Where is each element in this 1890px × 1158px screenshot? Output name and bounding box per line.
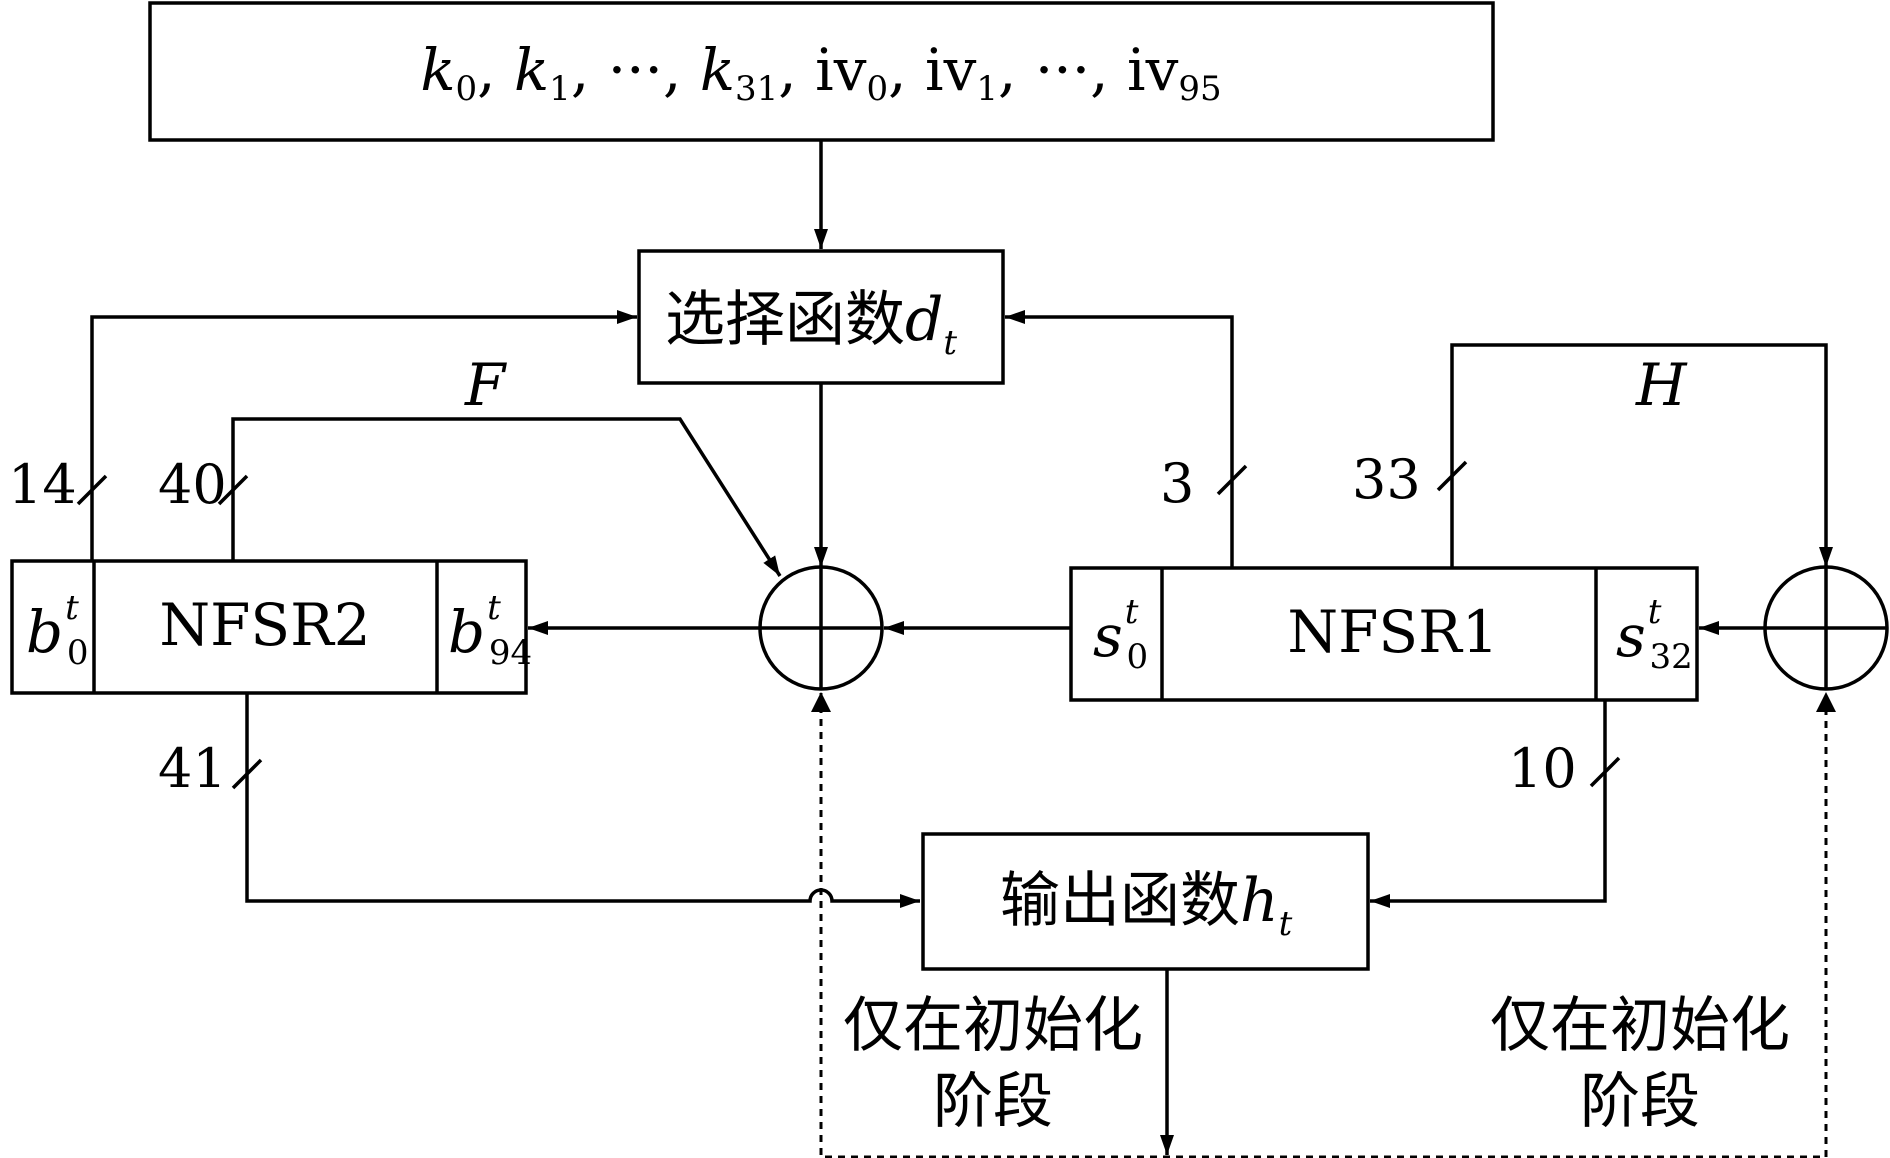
- f-function-label: F: [464, 351, 507, 419]
- bus-width-40: 40: [158, 453, 227, 516]
- arrow-nfsr1-to-output: [1370, 700, 1607, 908]
- init-arrowhead-right: [1816, 692, 1836, 712]
- nfsr1-register: [1069, 566, 1699, 702]
- bus-slash-14: [76, 474, 108, 506]
- select-function-label: 选择函数dt: [665, 285, 957, 363]
- nfsr1-label: NFSR1: [1287, 598, 1498, 666]
- output-function-box: [921, 832, 1370, 971]
- bus-width-41: 41: [158, 737, 227, 800]
- arrow-f-feedback: [231, 417, 782, 577]
- bus-width-33: 33: [1352, 448, 1421, 511]
- select-function-box: [637, 249, 1005, 385]
- input-bits-label: k0, k1, ···, k31, iv0, iv1, ···, iv95: [420, 36, 1221, 109]
- arrow-h-feedback: [1450, 343, 1833, 568]
- bus-slash-41: [231, 758, 263, 790]
- init-feedback-dashed: [819, 693, 1828, 1158]
- init-note-left-line1: 仅在初始化: [843, 991, 1143, 1061]
- bus-slash-33: [1436, 460, 1468, 492]
- init-note-right-line2: 阶段: [1580, 1067, 1700, 1137]
- init-note-left-line2: 阶段: [933, 1067, 1053, 1137]
- output-function-label: 输出函数ht: [1000, 866, 1293, 944]
- init-note-right-line1: 仅在初始化: [1490, 991, 1790, 1061]
- arrow-nfsr2-to-output: [245, 693, 920, 908]
- bus-slash-3: [1216, 464, 1248, 496]
- bus-slash-10: [1589, 756, 1621, 788]
- nfsr2-register: [10, 559, 528, 695]
- arrow-nfsr2-to-select: [90, 310, 637, 561]
- h-function-label: H: [1635, 351, 1688, 419]
- bus-slash-40: [217, 474, 249, 506]
- bus-width-10: 10: [1508, 737, 1577, 800]
- input-box: [148, 1, 1495, 142]
- bus-width-3: 3: [1160, 452, 1194, 515]
- init-arrowhead-center: [811, 692, 831, 712]
- nfsr2-label: NFSR2: [159, 591, 370, 659]
- arrow-nfsr1-to-select: [1005, 310, 1234, 568]
- bus-width-14: 14: [8, 453, 77, 516]
